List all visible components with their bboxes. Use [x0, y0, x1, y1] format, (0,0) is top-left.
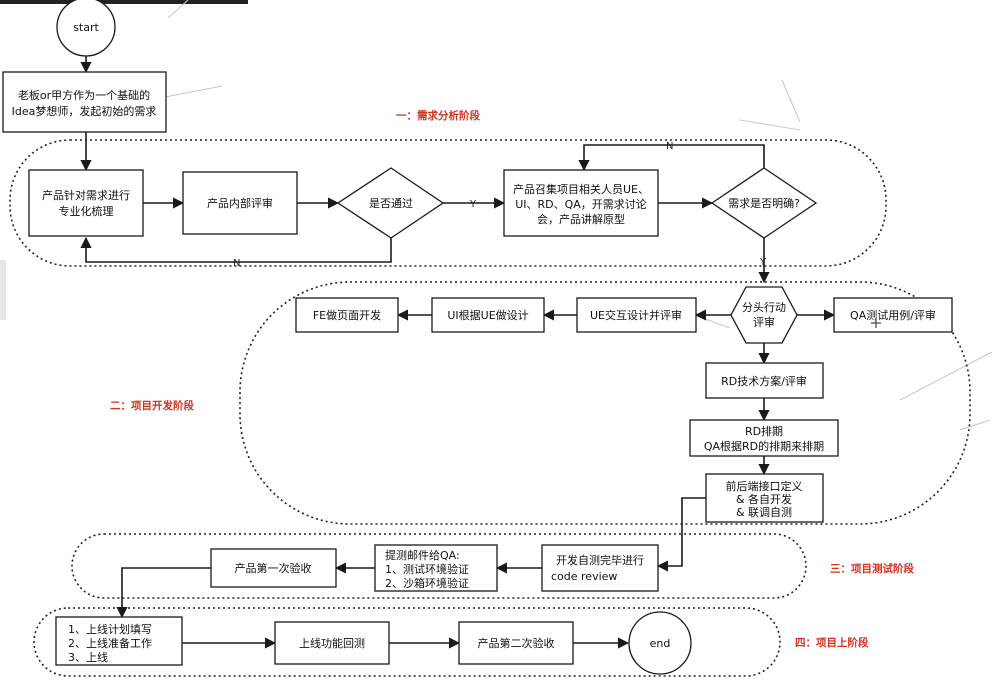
- node-release-plan: 1、上线计划填写 2、上线准备工作 3、上线: [55, 616, 183, 666]
- svg-text:需求是否明确?: 需求是否明确?: [728, 197, 800, 210]
- node-split-review: 分头行动 评审: [730, 286, 798, 344]
- stage-boundary-release: [33, 607, 781, 677]
- svg-text:RD技术方案/评审: RD技术方案/评审: [721, 374, 807, 388]
- svg-text:UI根据UE做设计: UI根据UE做设计: [447, 308, 528, 322]
- node-end: end: [628, 611, 692, 675]
- edge-label-yes-clear: Y: [759, 257, 767, 268]
- edge-label-no-passed: N: [233, 258, 240, 269]
- svg-text:前后端接口定义: 前后端接口定义: [726, 479, 803, 493]
- node-rd-schedule: RD排期 QA根据RD的排期来排期: [689, 419, 839, 457]
- background-decoration: [0, 0, 993, 431]
- svg-text:产品召集项目相关人员UE、: 产品召集项目相关人员UE、: [513, 182, 649, 196]
- edge-passed-no: [80, 236, 392, 263]
- edge-api-devdone: [656, 497, 706, 572]
- svg-text:RD排期: RD排期: [745, 424, 783, 438]
- svg-text:UE交互设计并评审: UE交互设计并评审: [590, 308, 682, 322]
- stage-label-testing: 三：项目测试阶段: [830, 562, 914, 575]
- svg-text:1、上线计划填写: 1、上线计划填写: [68, 622, 152, 636]
- svg-text:2、上线准备工作: 2、上线准备工作: [68, 636, 152, 650]
- svg-text:评审: 评审: [753, 315, 775, 329]
- svg-text:产品针对需求进行: 产品针对需求进行: [42, 188, 130, 202]
- node-clear-decision: 需求是否明确?: [710, 167, 818, 239]
- node-api-define: 前后端接口定义 & 各自开发 & 联调自测: [705, 473, 824, 523]
- node-ui-design: UI根据UE做设计: [431, 297, 545, 333]
- svg-text:Idea梦想师，发起初始的需求: Idea梦想师，发起初始的需求: [12, 104, 157, 118]
- stage-label-release: 四：项目上阶段: [795, 636, 869, 649]
- svg-text:3、上线: 3、上线: [68, 650, 108, 664]
- stage-boundary-testing: [71, 533, 807, 599]
- svg-text:1、测试环境验证: 1、测试环境验证: [385, 562, 469, 576]
- edge-label-no-clear: N: [666, 141, 673, 152]
- edge-label-yes-passed: Y: [469, 199, 477, 210]
- node-dev-done: 开发自测完毕进行 code review: [541, 544, 659, 592]
- svg-text:2、沙箱环境验证: 2、沙箱环境验证: [385, 576, 469, 590]
- node-passed-decision: 是否通过: [336, 167, 445, 239]
- svg-text:产品第二次验收: 产品第二次验收: [478, 636, 555, 650]
- node-submit-test: 提测邮件给QA: 1、测试环境验证 2、沙箱环境验证: [374, 544, 498, 592]
- svg-text:QA根据RD的排期来排期: QA根据RD的排期来排期: [704, 439, 824, 453]
- svg-text:产品第一次验收: 产品第一次验收: [235, 561, 312, 575]
- svg-text:上线功能回测: 上线功能回测: [299, 636, 365, 650]
- svg-text:UI、RD、QA，开需求讨论: UI、RD、QA，开需求讨论: [515, 197, 647, 211]
- stage-boundary-development: [239, 281, 971, 525]
- node-first-acceptance: 产品第一次验收: [210, 548, 337, 588]
- stage-label-requirements: 一：需求分析阶段: [396, 109, 480, 122]
- node-start: start: [56, 0, 116, 57]
- node-internal-review: 产品内部评审: [182, 171, 298, 235]
- edge-first-release: [116, 567, 211, 619]
- svg-text:& 各自开发: & 各自开发: [736, 492, 792, 506]
- node-fe-dev: FE做页面开发: [295, 297, 399, 333]
- svg-text:开发自测完毕进行: 开发自测完毕进行: [556, 553, 644, 567]
- svg-text:分头行动: 分头行动: [742, 301, 786, 314]
- svg-text:& 联调自测: & 联调自测: [736, 506, 792, 519]
- svg-text:是否通过: 是否通过: [369, 197, 413, 210]
- svg-text:产品内部评审: 产品内部评审: [207, 196, 273, 210]
- svg-text:code review: code review: [551, 570, 617, 583]
- node-second-acceptance: 产品第二次验收: [458, 621, 574, 665]
- node-regression-test: 上线功能回测: [274, 621, 390, 665]
- svg-text:end: end: [650, 637, 671, 650]
- node-idea: 老板or甲方作为一个基础的 Idea梦想师，发起初始的需求: [2, 71, 167, 133]
- svg-text:start: start: [73, 21, 99, 34]
- node-ue-review: UE交互设计并评审: [576, 297, 697, 333]
- edges: [80, 56, 836, 649]
- node-rd-plan: RD技术方案/评审: [705, 362, 824, 399]
- svg-text:QA测试用例/评审: QA测试用例/评审: [850, 308, 936, 322]
- svg-text:老板or甲方作为一个基础的: 老板or甲方作为一个基础的: [18, 88, 150, 102]
- stage-label-development: 二：项目开发阶段: [110, 399, 194, 412]
- cursor-crosshair-icon: [871, 318, 881, 328]
- node-qa-cases: QA测试用例/评审: [833, 297, 953, 333]
- svg-text:提测邮件给QA:: 提测邮件给QA:: [385, 549, 460, 562]
- node-convene-meeting: 产品召集项目相关人员UE、 UI、RD、QA，开需求讨论 会，产品讲解原型: [503, 169, 659, 237]
- svg-text:会，产品讲解原型: 会，产品讲解原型: [537, 212, 625, 226]
- svg-text:专业化梳理: 专业化梳理: [59, 204, 114, 218]
- node-organize-requirements: 产品针对需求进行 专业化梳理: [28, 169, 144, 237]
- svg-text:FE做页面开发: FE做页面开发: [313, 308, 381, 322]
- edge-clear-no: [578, 144, 765, 172]
